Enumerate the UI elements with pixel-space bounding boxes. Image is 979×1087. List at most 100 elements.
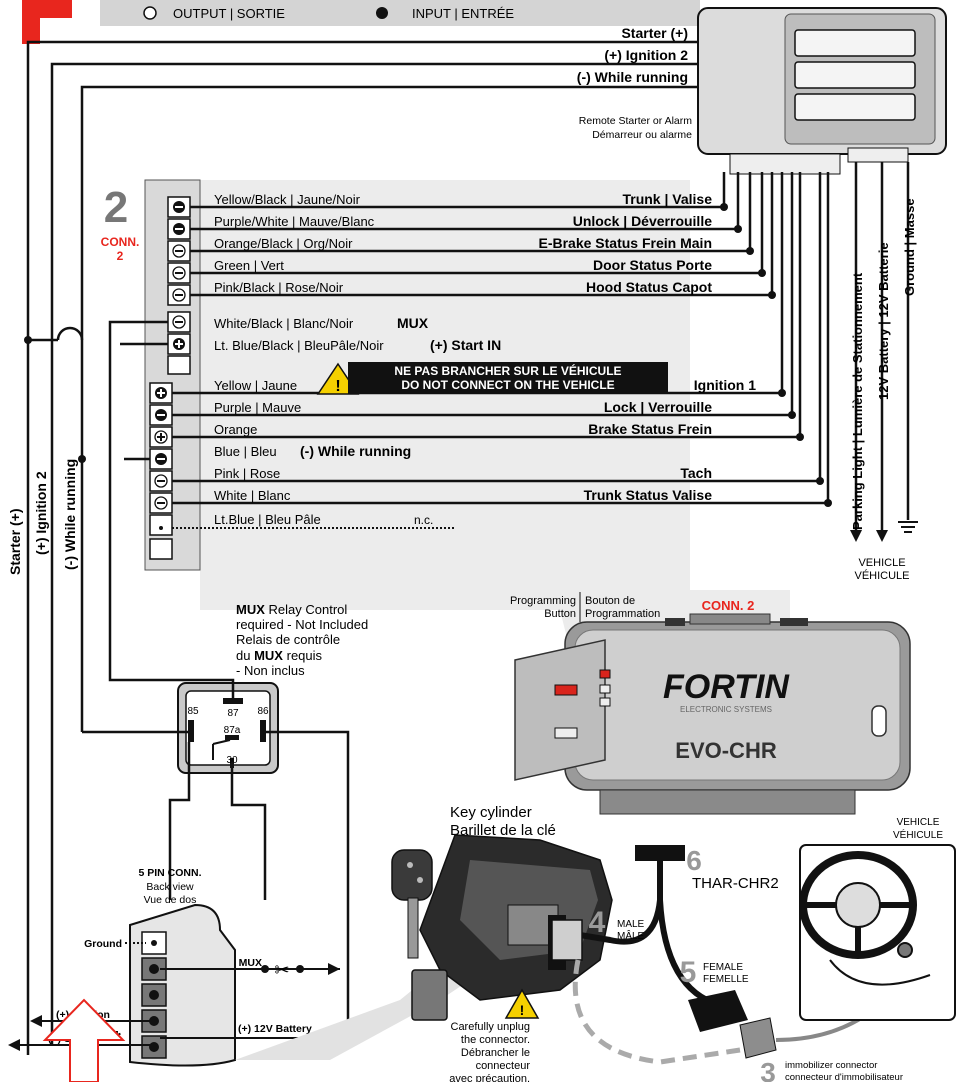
wire-color-2: Purple/White | Mauve/Blanc xyxy=(214,214,375,229)
conn2-shadow xyxy=(200,180,790,690)
legend-output: OUTPUT | SORTIE xyxy=(173,6,285,21)
svg-text:MUX Relay Control: MUX Relay Control xyxy=(236,602,347,617)
immo-label-fr: connecteur d'immobilisateur xyxy=(785,1072,903,1082)
remote-starter-label-fr: Démarreur ou alarme xyxy=(592,129,692,141)
wire-color-14: Lt.Blue | Bleu Pâle xyxy=(214,512,321,527)
arrow-parking xyxy=(850,530,862,542)
wire-function-9: Lock | Verrouille xyxy=(604,399,712,415)
wire-function-8: Ignition 1 xyxy=(694,377,756,393)
vertical-label-battery: 12V Battery | 12V Batterie xyxy=(876,242,891,400)
arrow-battery xyxy=(876,530,888,542)
harness-num-4: 4 xyxy=(589,906,606,939)
wire-color-6: White/Black | Blanc/Noir xyxy=(214,316,354,331)
harness-male-en: MALE xyxy=(617,919,645,930)
wire-function-13: Trunk Status Valise xyxy=(584,487,713,503)
conn2-label-2: 2 xyxy=(117,249,124,263)
wire-function-7: (+) Start IN xyxy=(430,337,501,353)
wire-function-10: Brake Status Frein xyxy=(588,421,712,437)
module-conn2-label: CONN. 2 xyxy=(702,598,755,613)
relay-body xyxy=(177,682,279,774)
wire-color-10: Orange xyxy=(214,422,257,437)
up-arrow-icon xyxy=(42,998,126,1083)
unplug-line-4: connecteur xyxy=(476,1060,531,1072)
programming-en-2: Button xyxy=(544,608,576,620)
unplug-line-5: avec précaution. xyxy=(449,1073,530,1082)
wire-function-2: Unlock | Déverrouille xyxy=(573,213,713,229)
remote-starter-output: Starter (+) xyxy=(621,25,688,41)
wire-function-3: E-Brake Status Frein Main xyxy=(539,235,713,251)
unplug-line-1: Carefully unplug xyxy=(451,1021,531,1033)
steering-vehicle-en: VEHICLE xyxy=(897,817,940,828)
harness-male-fr: MÂLE xyxy=(617,929,645,942)
wire-color-11: Blue | Bleu xyxy=(214,444,277,459)
wire-color-8: Yellow | Jaune xyxy=(214,378,297,393)
relay-line-2: required - Not Included xyxy=(236,617,368,632)
relay-line-3: Relais de contrôle xyxy=(236,632,340,647)
wire-color-5: Pink/Black | Rose/Noir xyxy=(214,280,344,295)
steering-vehicle-fr: VÉHICULE xyxy=(893,828,943,841)
five-pin-title: 5 PIN CONN. xyxy=(138,867,201,879)
harness-female-en: FEMALE xyxy=(703,962,743,973)
relay-pin-85: 85 xyxy=(187,706,199,717)
relay-line-4-bold: MUX xyxy=(254,648,283,663)
caution-icon xyxy=(504,988,540,1019)
relay-mux-bold: MUX xyxy=(236,602,265,617)
module-model: EVO-CHR xyxy=(675,738,777,763)
conn2-lower-pins xyxy=(149,382,173,560)
five-pin-connector xyxy=(129,903,236,1067)
harness-num-6: 6 xyxy=(686,845,702,876)
relay-pin-87: 87 xyxy=(227,708,239,719)
legend-bar xyxy=(100,0,700,26)
wire-color-9: Purple | Mauve xyxy=(214,400,301,415)
vertical-label-ground: Ground | Masse xyxy=(902,198,917,296)
wire-function-6: MUX xyxy=(397,315,429,331)
programming-fr-1: Bouton de xyxy=(585,595,635,607)
remote-ign2-output: (+) Ignition 2 xyxy=(604,47,688,63)
harness-num-5: 5 xyxy=(680,956,697,989)
pin-symbols xyxy=(154,201,186,530)
programming-fr-2: Programmation xyxy=(585,608,660,620)
warning-line-2: DO NOT CONNECT ON THE VEHICLE xyxy=(401,378,614,392)
harness-name: THAR-CHR2 xyxy=(692,875,779,892)
left-label-while-running: (-) While running xyxy=(62,459,78,570)
ignition-arrow-left xyxy=(30,1015,42,1027)
conn2-number: 2 xyxy=(104,183,128,232)
input-legend-icon xyxy=(376,7,388,19)
warning-line-1: NE PAS BRANCHER SUR LE VÉHICULE xyxy=(394,363,621,378)
ground-icon xyxy=(898,521,918,533)
key-cylinder-fr: Barillet de la clé xyxy=(450,822,556,839)
wire-color-12: Pink | Rose xyxy=(214,466,280,481)
relay-title-rest: Relay Control xyxy=(269,602,348,617)
vertical-label-parking: Parking Light | Lumière de Stationnement xyxy=(850,272,865,530)
remote-starter-label-en: Remote Starter or Alarm xyxy=(579,115,692,127)
svg-text:!: ! xyxy=(520,1002,525,1018)
wire-color-7: Lt. Blue/Black | BleuPâle/Noir xyxy=(214,338,384,353)
module-brand-sub: ELECTRONIC SYSTEMS xyxy=(680,705,772,714)
five-pin-mux: MUX xyxy=(239,957,262,969)
key-cylinder-en: Key cylinder xyxy=(450,804,532,821)
legend-input: INPUT | ENTRÉE xyxy=(412,6,514,21)
wire-function-11: (-) While running xyxy=(300,443,411,459)
wire-color-4: Green | Vert xyxy=(214,258,284,273)
thar-connector-top xyxy=(635,845,685,861)
programming-en-1: Programming xyxy=(510,595,576,607)
five-pin-battery: (+) 12V Battery xyxy=(238,1023,312,1035)
female-connector xyxy=(688,990,748,1032)
wire-color-1: Yellow/Black | Jaune/Noir xyxy=(214,192,361,207)
scissors-icon: ✂ xyxy=(274,960,289,980)
relay-pin-87a: 87a xyxy=(224,725,241,736)
relay-pin-86: 86 xyxy=(257,706,269,717)
relay-line-4-pre: du xyxy=(236,648,250,663)
remote-starter-box xyxy=(697,7,947,175)
wire-color-3: Orange/Black | Org/Noir xyxy=(214,236,353,251)
output-legend-icon xyxy=(143,6,157,20)
wire-function-1: Trunk | Valise xyxy=(622,191,712,207)
mux-arrow-right xyxy=(328,963,340,975)
five-pin-sub-1: Back view xyxy=(146,881,194,893)
wire-function-12: Tach xyxy=(680,465,712,481)
unplug-line-2: the connector. xyxy=(461,1034,530,1046)
wire-function-5: Hood Status Capot xyxy=(586,279,712,295)
harness-female-fr: FEMELLE xyxy=(703,974,749,985)
harness-num-3: 3 xyxy=(760,1057,776,1082)
